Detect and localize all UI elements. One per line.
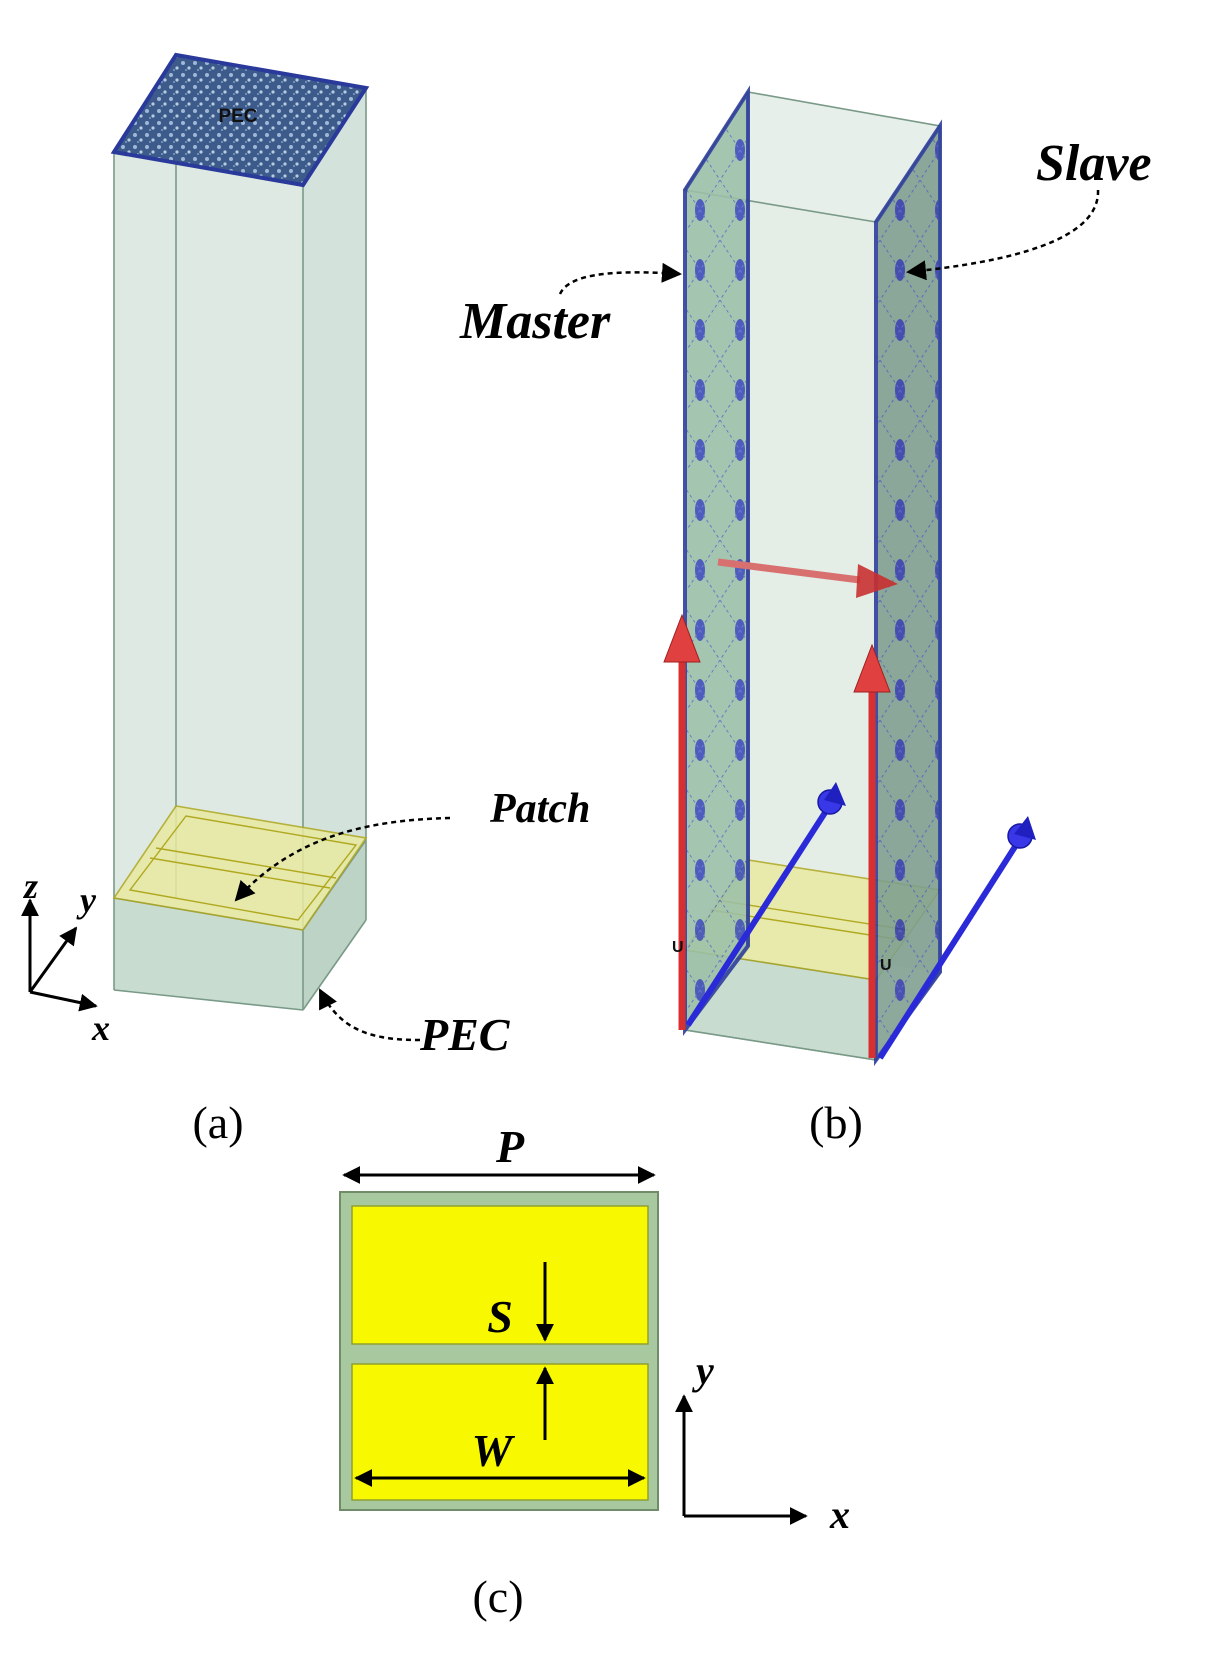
slave-label: Slave [1036,135,1152,192]
period-label: P [495,1121,525,1172]
blue-lattice-vectors [685,782,1036,1060]
patch-upper [351,1205,649,1345]
slave-wall [874,119,942,1067]
axis-z-label-a: z [22,866,38,906]
master-wall [683,85,750,1036]
panel-c: P S W y x (c) [339,1121,850,1622]
patch [112,805,368,931]
width-label: W [472,1425,516,1476]
caption-b: (b) [809,1097,863,1148]
red-lattice-vectors [663,558,898,1058]
pec-bottom-label: PEC [419,1009,511,1060]
pec-top-face: PEC [110,52,370,188]
axis-x-label-a: x [91,1008,110,1048]
axes-c: y x [675,1348,850,1537]
panel-b: U U Master Slave (b) [459,85,1152,1148]
caption-a: (a) [192,1097,243,1148]
axis-y-label-c: y [692,1348,714,1393]
caption-c: (c) [472,1571,523,1622]
gap-label: S [487,1291,513,1342]
u-label-left: U [672,939,684,956]
slave-callout-arrow [906,189,1100,281]
patch-label: Patch [489,786,590,832]
axes-a: z y x [21,866,110,1048]
panel-a: PEC Patch PEC z y x (a) [21,52,590,1148]
axis-x-label-c: x [829,1492,850,1537]
u-label-right: U [880,957,892,974]
axis-y-label-a: y [76,880,97,920]
pec-bottom-callout-arrow [318,988,421,1042]
master-label: Master [459,293,611,350]
pec-top-label: PEC [218,106,257,127]
air-box [113,55,367,1011]
master-callout-arrow [558,262,682,295]
